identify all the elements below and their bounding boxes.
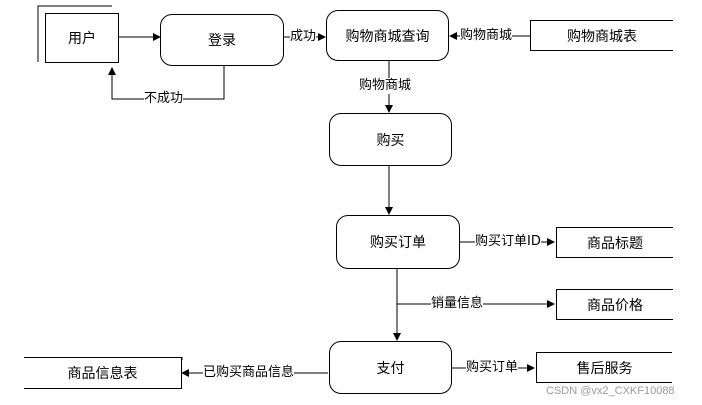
product-title-label: 商品标题 bbox=[587, 235, 643, 252]
flow-label-sales-info: 销量信息 bbox=[431, 296, 484, 312]
purchase-label: 购买 bbox=[376, 132, 405, 149]
flow-label-purchased-info: 已购买商品信息 bbox=[203, 365, 295, 381]
flow-label-fail: 不成功 bbox=[144, 91, 184, 107]
mall-table-store: 购物商城表 bbox=[530, 20, 673, 51]
flow-label-mall-in: 购物商城 bbox=[460, 28, 513, 44]
flow-label-order-out: 购买订单 bbox=[466, 360, 519, 376]
watermark: CSDN @vx2_CXKF10088 bbox=[546, 385, 675, 397]
after-sales-label: 售后服务 bbox=[576, 360, 633, 377]
mall-table-label: 购物商城表 bbox=[567, 28, 637, 45]
purchase-order-process: 购买订单 bbox=[336, 215, 460, 269]
flow-label-order-id: 购买订单ID bbox=[475, 234, 541, 250]
login-process: 登录 bbox=[160, 14, 284, 66]
user-label: 用户 bbox=[68, 31, 96, 47]
purchase-order-label: 购买订单 bbox=[370, 235, 426, 251]
product-price-store: 商品价格 bbox=[556, 289, 673, 320]
product-info-table-label: 商品信息表 bbox=[67, 366, 138, 382]
payment-process: 支付 bbox=[329, 341, 452, 394]
product-price-label: 商品价格 bbox=[587, 297, 643, 314]
payment-label: 支付 bbox=[376, 360, 405, 377]
purchase-process: 购买 bbox=[329, 113, 452, 166]
product-title-store: 商品标题 bbox=[556, 227, 673, 258]
mall-query-process: 购物商城查询 bbox=[326, 10, 449, 61]
user-entity: 用户 bbox=[45, 13, 119, 63]
product-info-table-store: 商品信息表 bbox=[24, 357, 182, 389]
mall-query-label: 购物商城查询 bbox=[345, 28, 430, 45]
login-label: 登录 bbox=[208, 33, 236, 49]
flow-label-mall-down: 购物商城 bbox=[359, 78, 412, 94]
after-sales-store: 售后服务 bbox=[536, 352, 672, 383]
user-entity-shadow bbox=[37, 5, 112, 62]
flow-label-success: 成功 bbox=[290, 29, 317, 45]
